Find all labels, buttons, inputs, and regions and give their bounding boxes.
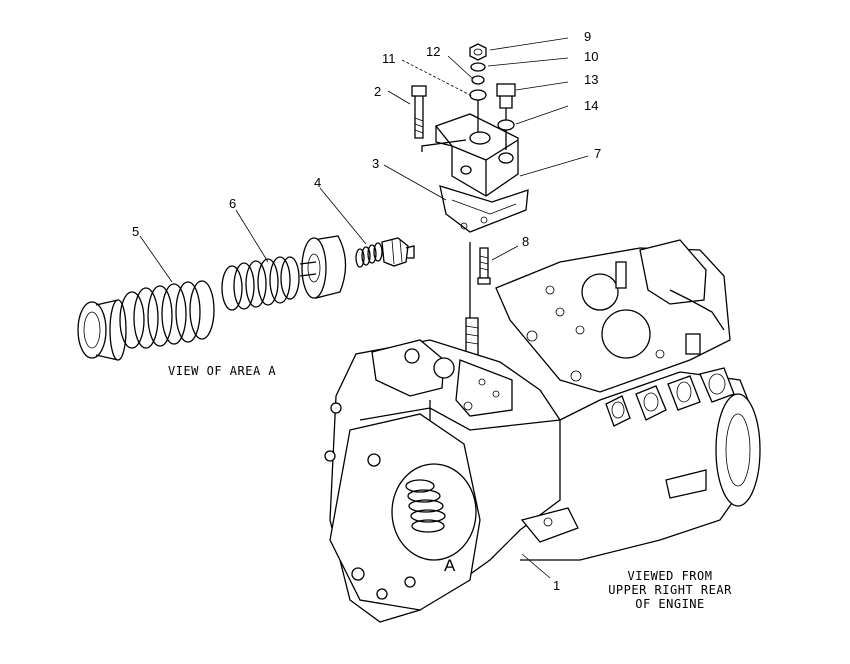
callout-11: 11 (382, 51, 396, 66)
callout-3: 3 (372, 156, 379, 171)
viewed-from-line-2: UPPER RIGHT REAR (608, 583, 732, 597)
callout-14: 14 (584, 98, 598, 113)
callout-8: 8 (522, 234, 529, 249)
callout-13: 13 (584, 72, 598, 87)
part-14-washer (497, 119, 515, 131)
part-9-nut (469, 43, 487, 61)
part-7-bracket (434, 113, 519, 197)
callout-4: 4 (314, 175, 321, 190)
part-11-washer (469, 89, 487, 101)
callout-9: 9 (584, 29, 591, 44)
callout-2: 2 (374, 84, 381, 99)
part-2-bolt (411, 85, 427, 139)
part-1-pump-housing (324, 239, 761, 623)
leader-lines (139, 37, 589, 579)
part-4-retainer-and-plunger (299, 235, 415, 299)
callout-10: 10 (584, 49, 598, 64)
callout-labels: 1 2 3 4 5 6 7 8 9 10 11 12 13 14 (132, 29, 601, 593)
part-5-spring-and-seat (77, 280, 215, 361)
viewed-from-caption: VIEWED FROM UPPER RIGHT REAR OF ENGINE (608, 569, 732, 611)
callout-12: 12 (426, 44, 440, 59)
injector-outlets (605, 367, 735, 427)
part-13-bolt (496, 83, 516, 109)
part-12-washer (471, 75, 485, 85)
view-of-area-caption: VIEW OF AREA A (168, 364, 276, 378)
area-a-marker: A (444, 556, 456, 575)
area-a-exploded-parts (77, 235, 415, 361)
upper-exploded-hardware (411, 43, 529, 400)
part-3-gasket (439, 185, 529, 233)
callout-6: 6 (229, 196, 236, 211)
part-10-washer (470, 62, 486, 72)
part-6-inner-spring (221, 256, 300, 311)
callout-5: 5 (132, 224, 139, 239)
viewed-from-line-3: OF ENGINE (635, 597, 705, 611)
callout-7: 7 (594, 146, 601, 161)
callout-1: 1 (553, 578, 560, 593)
part-8-fitting (477, 247, 491, 285)
viewed-from-line-1: VIEWED FROM (628, 569, 713, 583)
